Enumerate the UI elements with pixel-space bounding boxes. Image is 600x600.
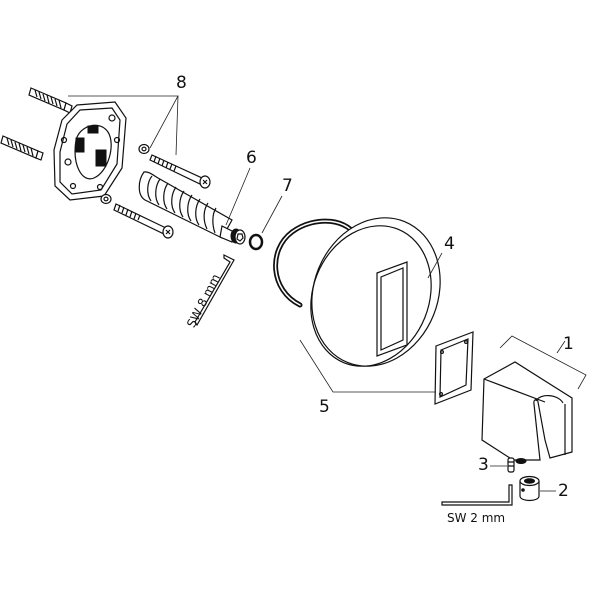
part-label-3: 3 bbox=[478, 455, 489, 475]
grub-screw bbox=[507, 457, 515, 473]
cover-plate bbox=[310, 217, 441, 367]
tool-label-sw2: SW 2 mm bbox=[447, 511, 506, 525]
extension-sleeve bbox=[138, 171, 246, 245]
washer-lower bbox=[100, 193, 112, 205]
round-nut bbox=[519, 475, 540, 502]
hex-key-2mm bbox=[441, 484, 513, 506]
part-label-1: 1 bbox=[563, 334, 574, 354]
screw-lower bbox=[113, 203, 174, 239]
holder-body bbox=[481, 361, 573, 464]
leader-lines bbox=[68, 95, 587, 492]
part-label-7: 7 bbox=[282, 176, 293, 196]
square-gasket bbox=[434, 331, 474, 405]
part-label-2: 2 bbox=[558, 481, 569, 501]
wall-plug-upper bbox=[28, 87, 73, 114]
screw-upper bbox=[149, 154, 211, 189]
part-label-5: 5 bbox=[319, 397, 330, 417]
part-label-8: 8 bbox=[176, 73, 187, 93]
wall-plug-lower bbox=[0, 135, 44, 161]
washer-upper bbox=[138, 143, 150, 155]
o-ring bbox=[248, 233, 264, 251]
hex-key-8mm bbox=[194, 254, 235, 327]
part-label-4: 4 bbox=[444, 234, 455, 254]
mounting-plate bbox=[53, 101, 127, 201]
part-label-6: 6 bbox=[246, 148, 257, 168]
